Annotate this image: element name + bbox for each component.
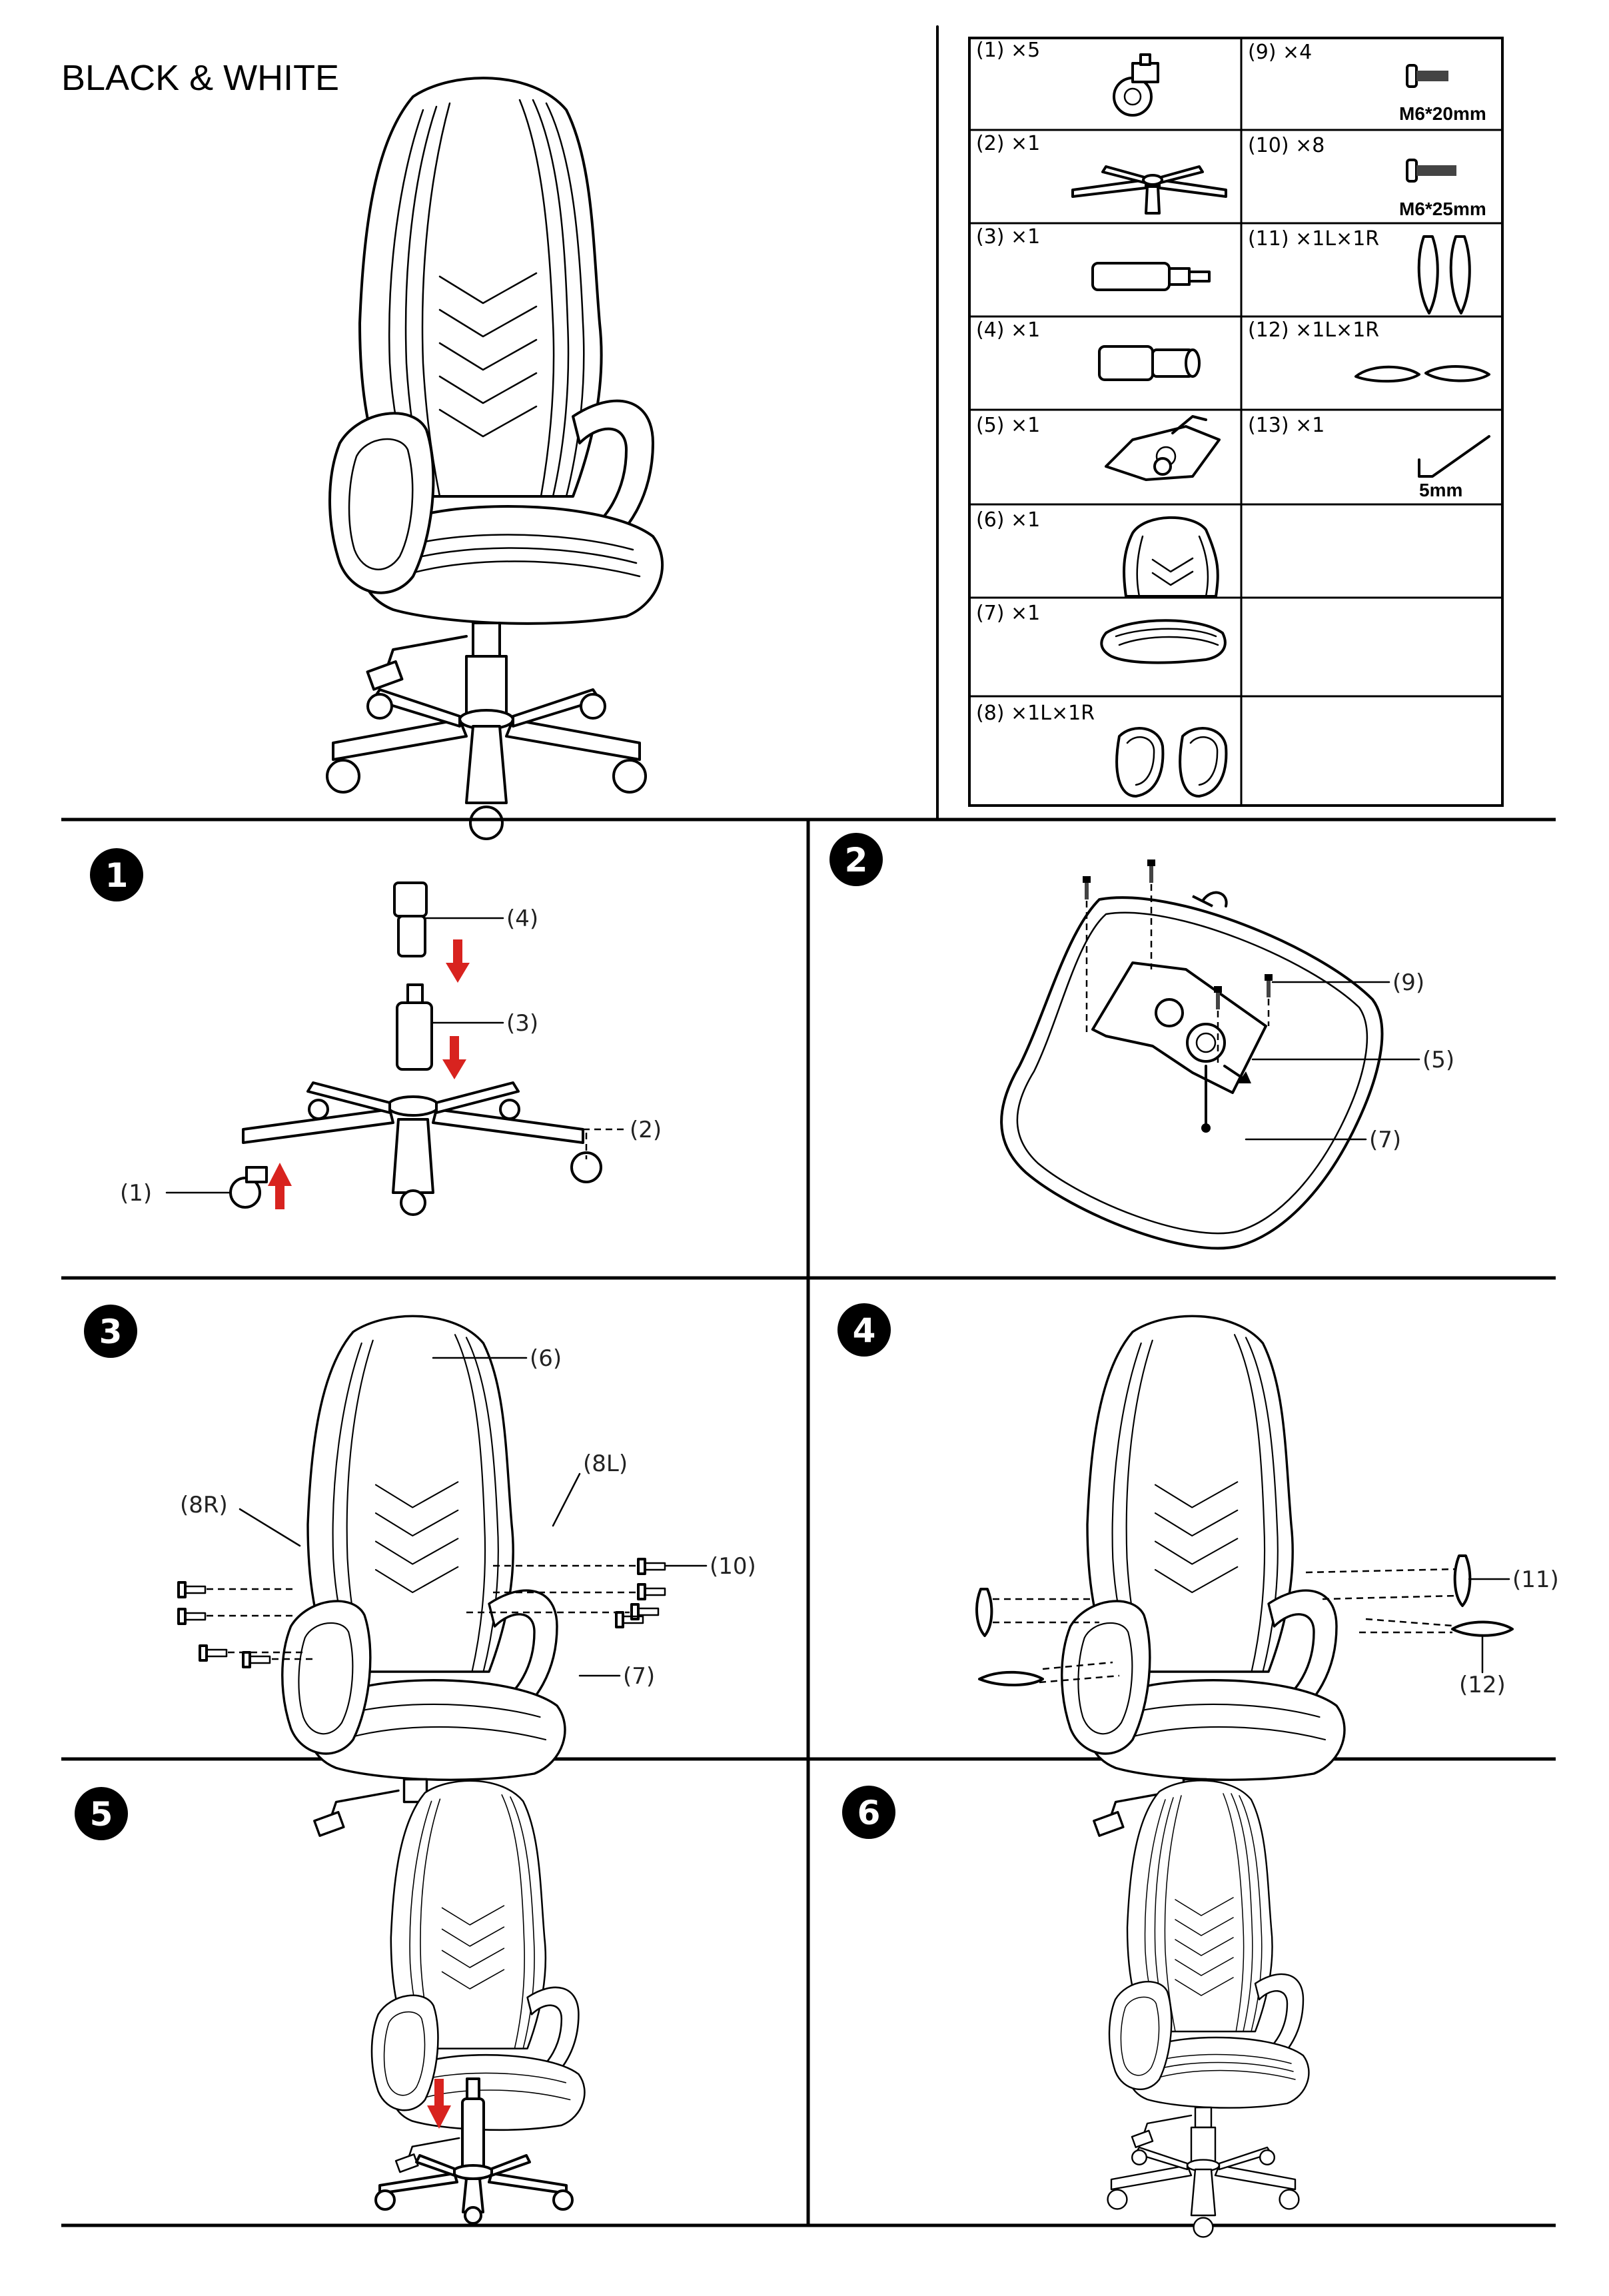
part-label: (5) ×1 [976,414,1040,437]
step-2-illustration [1000,860,1420,1250]
callout-label: (10) [710,1553,756,1580]
step-6-badge: 6 [842,1786,895,1839]
step-1-illustration [165,881,626,1216]
allen-key-icon [1418,435,1490,478]
step-4-badge: 4 [837,1303,891,1357]
gas-lift-cover-icon [1098,345,1201,381]
step-6-finished-chair [1107,1780,1310,2238]
callout-label: (7) [623,1663,655,1690]
backrest-icon [1123,516,1219,598]
part-label: (13) ×1 [1248,414,1325,437]
callout-label: (8R) [180,1492,228,1518]
part-label: (7) ×1 [976,602,1040,625]
callout-label: (9) [1392,969,1424,996]
part-label: (6) ×1 [976,508,1040,532]
svg-text:4: 4 [853,1311,876,1350]
part-label: (3) ×1 [976,225,1040,249]
part-label: (9) ×4 [1248,41,1312,64]
part-label: (4) ×1 [976,318,1040,342]
svg-text:5: 5 [90,1795,113,1834]
step-2-badge: 2 [829,833,883,886]
step-3-chair [281,1315,566,1837]
part-spec: M6*25mm [1399,199,1486,219]
part-label: (2) ×1 [976,132,1040,155]
finished-chair-illustration [326,77,664,841]
callout-label: (2) [630,1117,662,1143]
step-1-badge: 1 [90,848,143,901]
callout-label: (11) [1512,1566,1559,1593]
callout-label: (12) [1459,1672,1506,1698]
part-label: (11) ×1L×1R [1248,227,1379,251]
svg-text:1: 1 [105,856,129,895]
svg-text:2: 2 [845,841,868,879]
callout-label: (3) [506,1010,538,1037]
callout-label: (5) [1422,1047,1454,1073]
callout-label: (6) [530,1345,562,1372]
five-star-base-icon [1071,165,1227,215]
svg-text:3: 3 [99,1313,123,1351]
parts-table: (1) ×5 (2) ×1 (3) ×1 (4) ×1 (5) ×1 (6) ×… [968,37,1504,807]
gas-lift-icon [1091,262,1211,291]
seat-mechanism-icon [1105,415,1221,481]
step-3-callouts [177,1357,708,1677]
step-4-chair [1061,1315,1346,1837]
arm-cover-pair-icon [1354,365,1490,383]
step-4-callouts [975,1554,1514,1686]
seat-cushion-icon [1100,619,1227,664]
bolt-icon [1406,64,1448,88]
bolt-icon [1406,159,1456,183]
caster-wheel-icon [1113,53,1159,117]
svg-text:6: 6 [857,1794,881,1832]
callout-label: (4) [506,905,538,932]
part-label: (1) ×5 [976,39,1040,62]
callout-label: (7) [1369,1127,1401,1153]
callout-label: (8L) [583,1450,628,1477]
part-spec: 5mm [1419,480,1462,500]
part-label: (12) ×1L×1R [1248,318,1379,342]
document-title: BLACK & WHITE [61,58,339,98]
back-cover-pair-icon [1417,235,1471,314]
part-label: (10) ×8 [1248,134,1325,157]
part-label: (8) ×1L×1R [976,702,1095,725]
step-5-badge: 5 [75,1787,128,1840]
step-3-badge: 3 [84,1305,137,1358]
callout-label: (1) [120,1180,152,1207]
part-spec: M6*20mm [1399,103,1486,124]
armrest-pair-icon [1115,727,1228,798]
step-5-illustration [370,1780,586,2225]
